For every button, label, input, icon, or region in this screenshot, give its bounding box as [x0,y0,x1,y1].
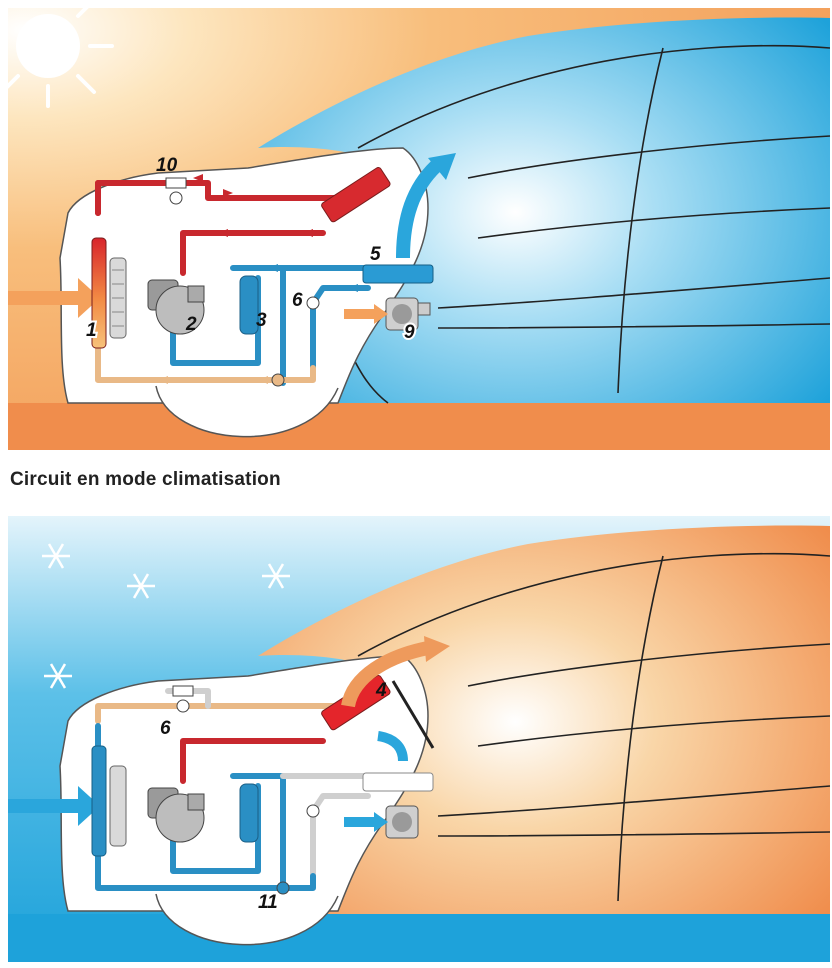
label-valve-6: 6 [160,718,171,739]
cool-air-arrow [396,160,441,259]
receiver-drier [239,783,259,843]
snowflake-icon [42,543,290,689]
wheel-arch [155,893,339,946]
wheel-arch [155,385,339,438]
cooling-fan [109,765,127,847]
compressor [147,787,205,843]
car-outline-lines [357,552,830,902]
evaporator [362,772,434,792]
condenser [91,745,107,857]
ground [8,403,830,450]
label-evaporator: 5 [370,244,381,265]
label-compressor: 2 [185,314,197,335]
blower [344,297,431,331]
incoming-air-arrow [8,786,100,826]
label-receiver-drier: 3 [256,310,267,331]
blower [344,805,419,839]
sun-icon [8,8,114,108]
car-outline-lines [347,44,830,404]
warm-air-arrow [341,641,430,708]
heating-mode-diagram: 4 6 11 [8,516,830,962]
panel-heating-mode: 4 6 11 [8,516,830,962]
condenser [91,237,107,349]
ground [8,914,830,962]
valve-10 [169,191,183,205]
label-valve-11: 11 [258,892,278,913]
label-valve-6: 6 [292,290,303,311]
receiver-drier [239,275,259,335]
label-heater-core: 4 [375,680,387,701]
flow-arrows [158,174,358,384]
valve-11 [276,881,290,895]
cooling-fan [109,257,127,339]
valve-6 [306,296,320,310]
caption-cooling-mode: Circuit en mode climatisation [10,469,281,490]
heater-core [321,167,391,223]
label-valve-10: 10 [156,155,178,176]
panel-cooling-mode: 1 2 3 5 6 9 10 [8,8,830,450]
label-blower: 9 [404,322,415,343]
label-condenser: 1 [86,320,97,341]
flap [391,680,435,749]
incoming-air-arrow [8,278,100,318]
cooling-mode-diagram: 1 2 3 5 6 9 10 [8,8,830,450]
evaporator [362,264,434,284]
valve-6 [176,699,190,713]
compressor [147,279,205,335]
